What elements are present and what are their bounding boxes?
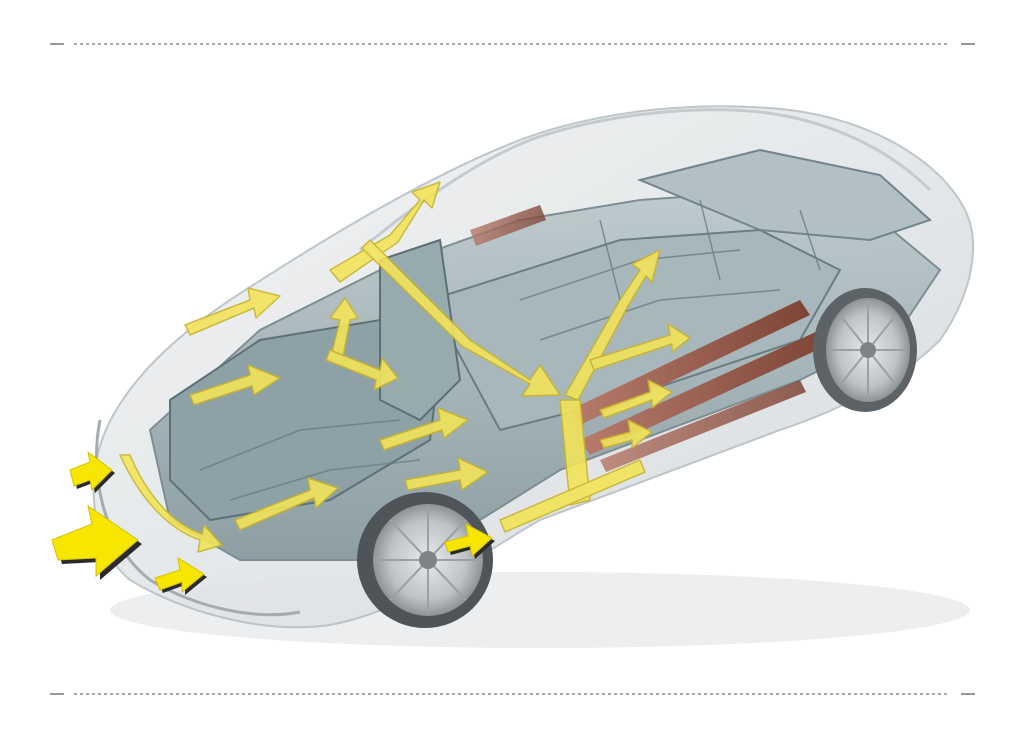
arrow-front-rail-upper	[379, 407, 469, 451]
arrow-bumper-curve	[119, 454, 223, 553]
door-reinforcement-beams	[470, 205, 828, 472]
arrow-rear-lower	[599, 419, 653, 449]
arrow-rear-mid	[599, 379, 673, 419]
arrow-strut-mid	[189, 364, 281, 406]
arrow-cowl	[325, 349, 399, 391]
arrow-sill	[499, 459, 646, 533]
rear-wheel	[813, 288, 917, 412]
load-path-arrows	[119, 181, 691, 553]
arrow-b-pillar-roof	[564, 249, 661, 401]
arrow-b-pillar	[559, 399, 591, 506]
bottom-dashed-rule	[50, 688, 975, 700]
impact-arrow-side	[444, 523, 495, 559]
front-wheel	[357, 492, 493, 628]
arrow-strut-upper	[184, 287, 281, 336]
impact-arrows	[51, 450, 495, 595]
impact-arrow-main	[51, 504, 142, 580]
arrow-front-rail-lower	[234, 477, 339, 531]
arrow-rear-upper	[589, 323, 691, 371]
impact-arrow-lower	[154, 556, 207, 595]
arrow-wheel-arch	[404, 457, 489, 491]
top-dashed-rule	[50, 38, 975, 50]
arrow-roof-rail	[361, 239, 561, 397]
impact-arrow-upper	[69, 450, 115, 493]
arrow-a-pillar-roof	[329, 181, 441, 283]
